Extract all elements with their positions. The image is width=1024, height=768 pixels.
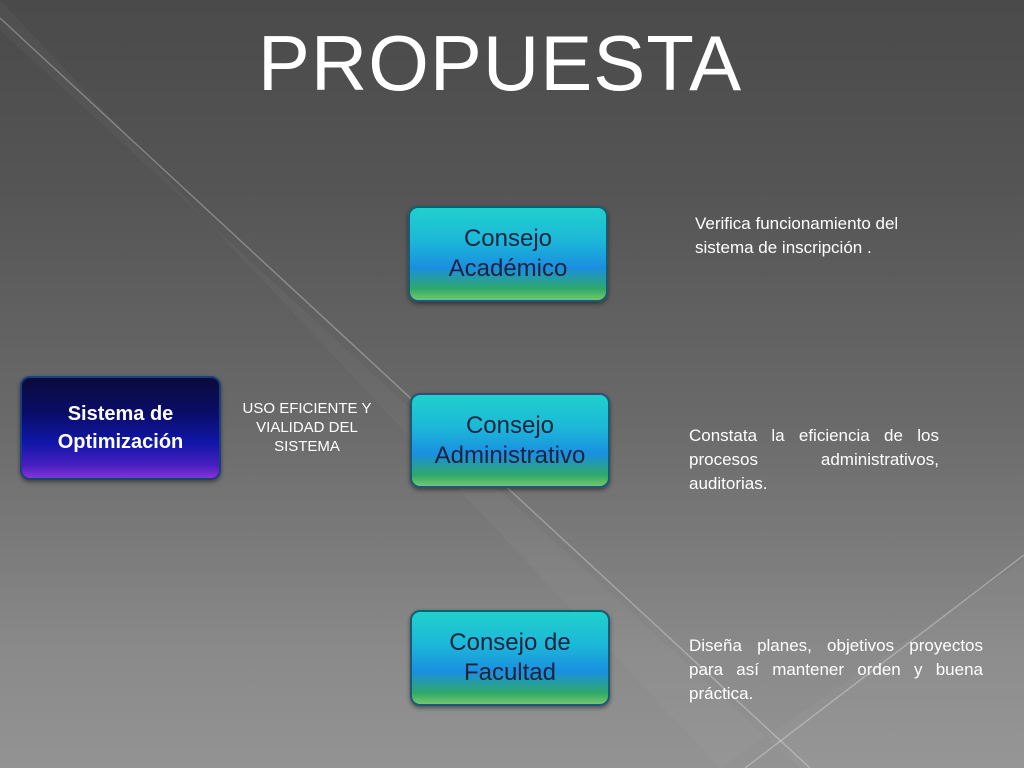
slide-title: PROPUESTA (257, 19, 743, 107)
connector-label: USO EFICIENTE Y VIALIDAD DEL SISTEMA (242, 400, 372, 455)
description-text: Verifica funcionamiento del sistema de i… (695, 214, 899, 257)
description-text: Constata la eficiencia de los procesos a… (689, 426, 939, 493)
node-consejo-academico: Consejo Académico (408, 206, 608, 302)
description-consejo-administrativo: Constata la eficiencia de los procesos a… (689, 424, 939, 496)
node-consejo-administrativo: Consejo Administrativo (410, 393, 610, 488)
description-text: Diseña planes, objetivos proyectos para … (689, 636, 983, 703)
description-consejo-facultad: Diseña planes, objetivos proyectos para … (689, 634, 983, 706)
description-consejo-academico: Verifica funcionamiento del sistema de i… (695, 212, 955, 260)
node-consejo-administrativo-label: Consejo Administrativo (434, 411, 586, 469)
node-consejo-academico-label: Consejo Académico (448, 225, 568, 282)
node-consejo-facultad-label: Consejo de Facultad (449, 629, 571, 686)
root-node-sistema-optimizacion: Sistema de Optimización (20, 376, 221, 480)
root-node-label: Sistema de Optimización (57, 403, 184, 453)
node-consejo-facultad: Consejo de Facultad (410, 610, 610, 706)
